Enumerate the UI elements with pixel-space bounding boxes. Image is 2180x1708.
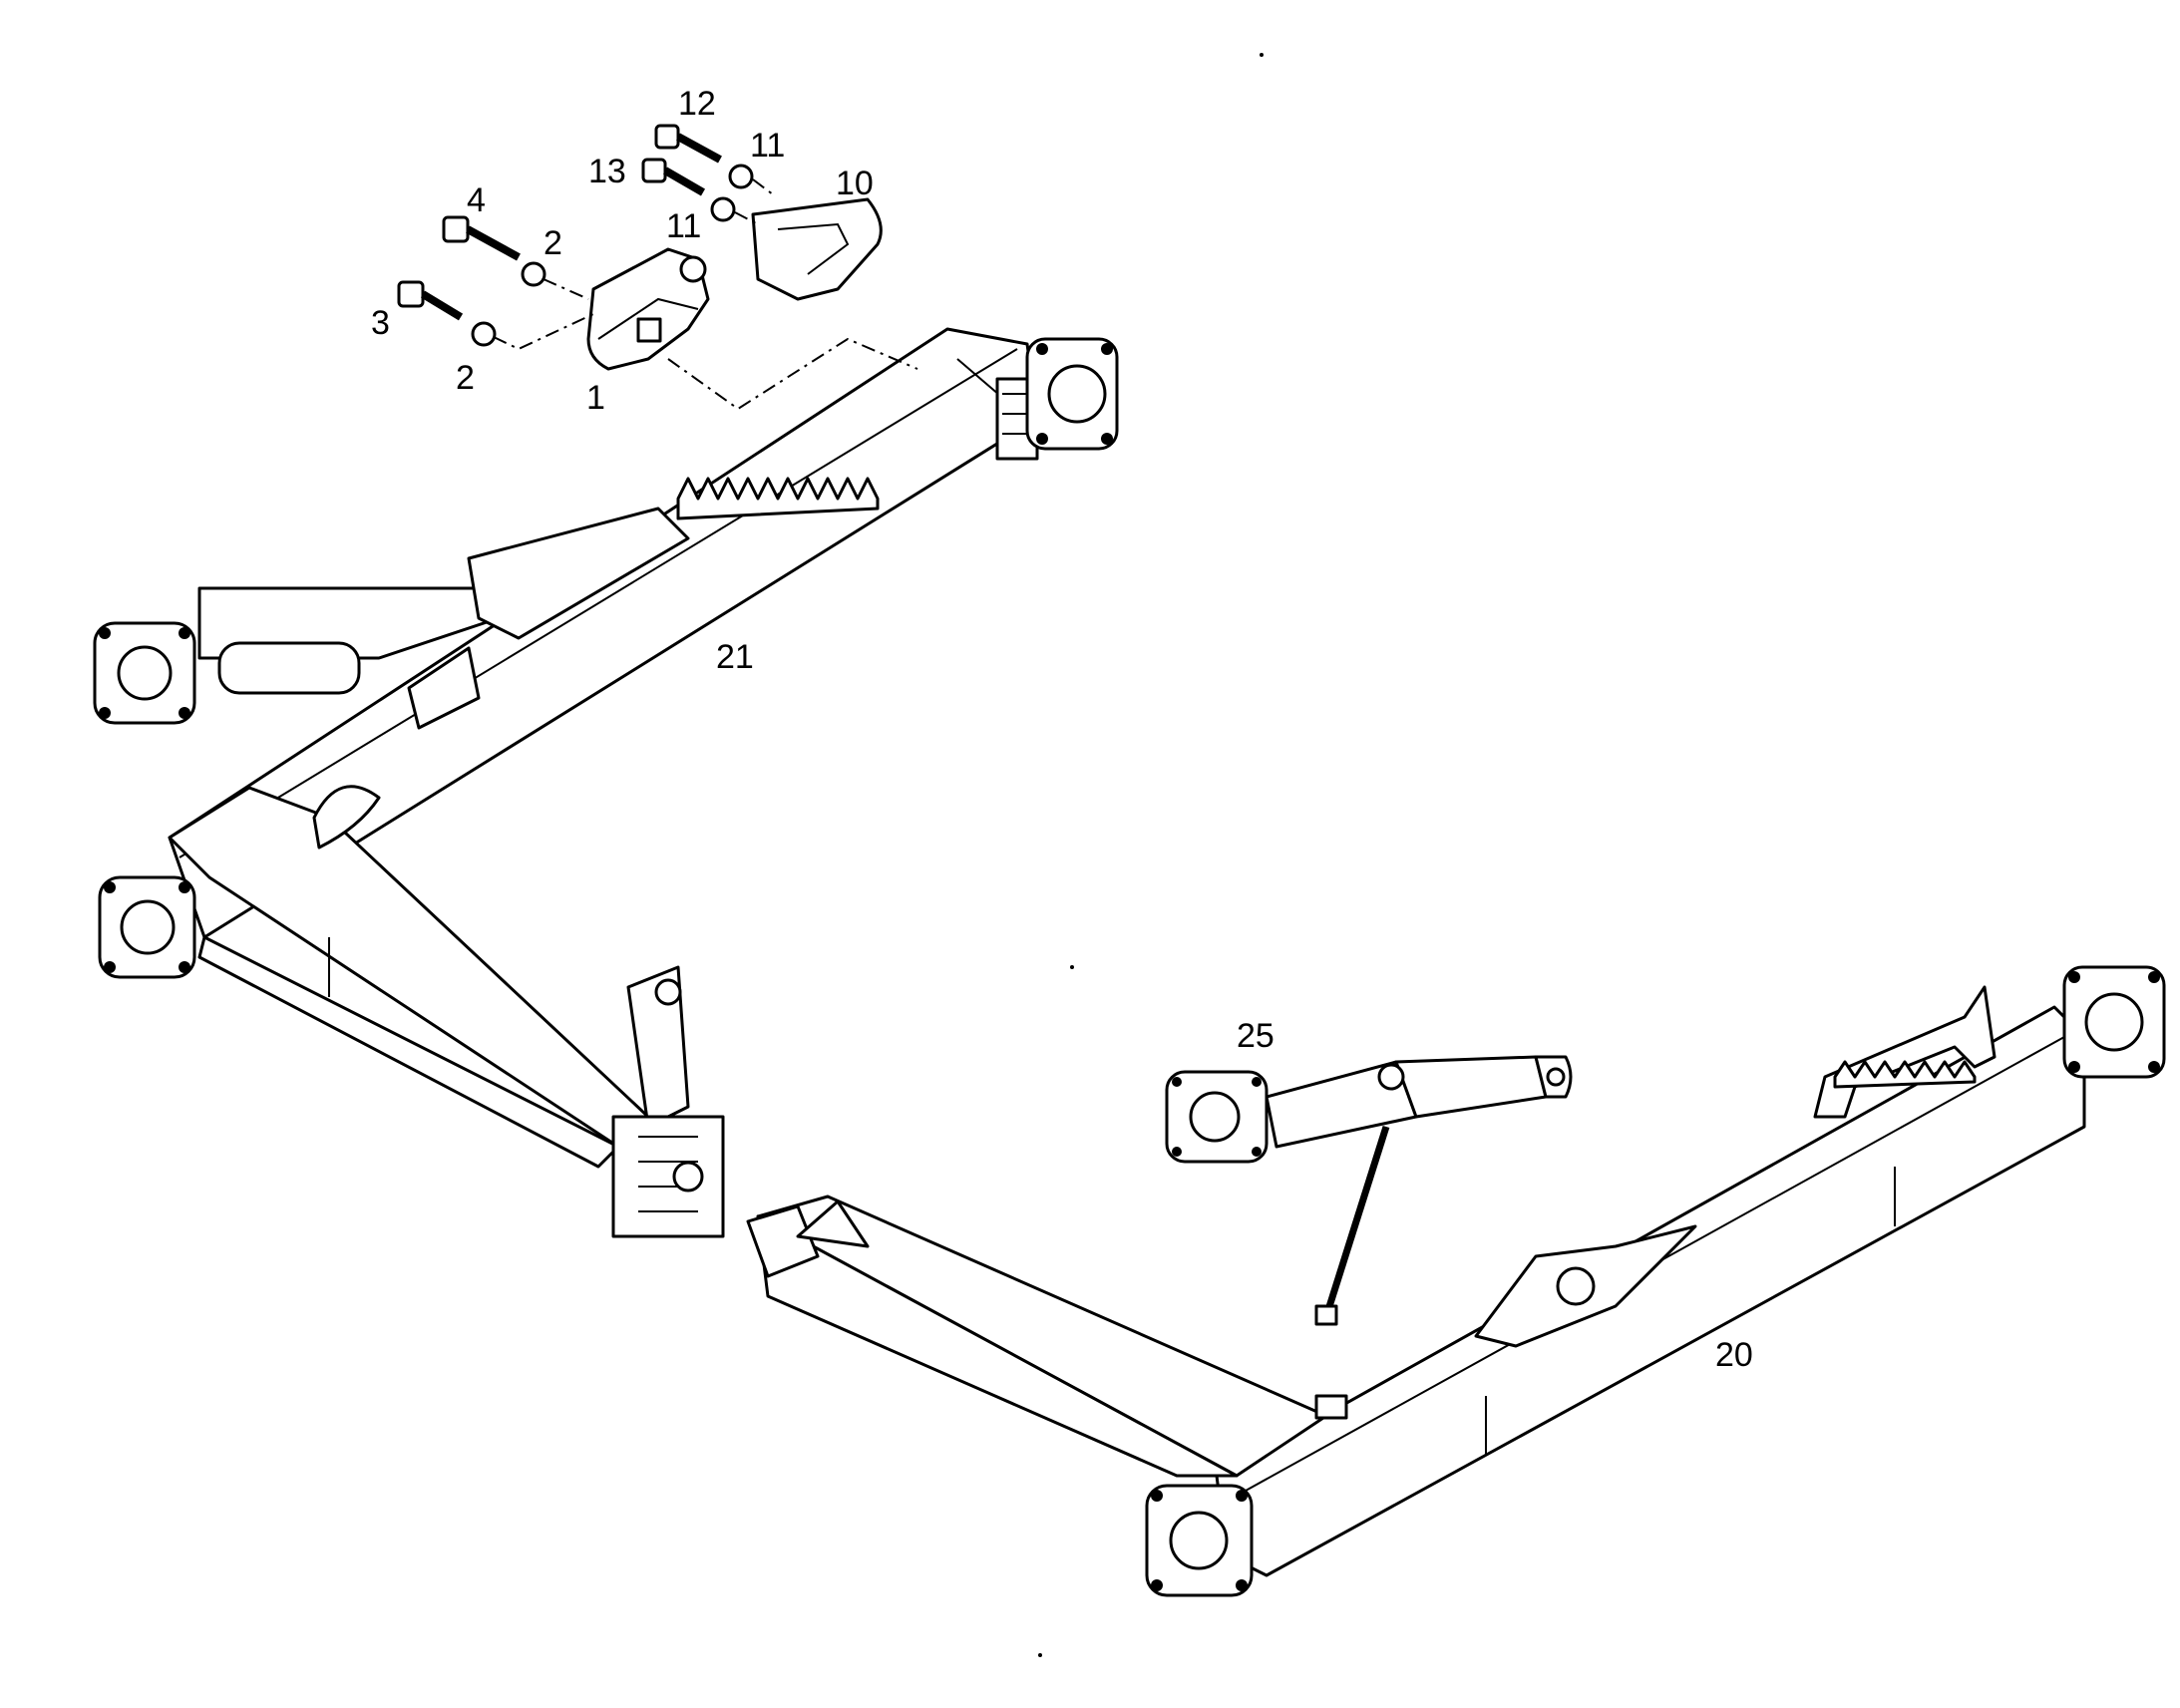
callout-2b: 2 [456,359,475,397]
callout-4: 4 [467,181,486,219]
bolt-12 [654,124,722,164]
callout-20: 20 [1715,1336,1753,1374]
washer-11b [710,196,736,222]
callout-13: 13 [588,153,626,190]
speck [1070,965,1074,969]
hub-frame21-rear [1025,337,1119,451]
callout-11a: 11 [750,127,785,165]
bolt-13 [641,158,706,196]
frame-20 [746,985,2086,1577]
mount-bracket-1 [586,247,710,371]
pivot-bracket-frame21 [611,965,725,1238]
callout-2a: 2 [544,224,562,262]
hub-frame20-rear [2062,965,2166,1079]
clamp-10 [751,197,883,301]
washer-2b [471,321,497,347]
callout-11b: 11 [666,207,701,245]
assembly-line-bracket-to-frame [667,337,918,411]
callout-12: 12 [678,85,716,123]
washer-11a [728,164,754,189]
cylinder-25 [1165,1055,1573,1326]
speck [1260,53,1264,57]
callout-25: 25 [1237,1017,1274,1055]
assembly-line-washer2a [543,278,589,300]
callout-1: 1 [586,379,605,417]
speck [1038,1653,1042,1657]
hub-frame21-lower-left [98,875,196,979]
callout-3: 3 [371,304,390,342]
hub-frame20-front [1145,1484,1254,1597]
frame-21 [168,327,1039,1169]
bolt-4 [442,215,521,261]
hub-frame21-upper-left [93,621,196,725]
bolt-3 [397,280,464,321]
callout-10: 10 [836,165,874,202]
washer-2a [521,261,546,287]
assembly-line-washer2b [493,313,594,351]
assembly-line-washers11 [734,178,774,225]
callout-21: 21 [716,638,754,676]
